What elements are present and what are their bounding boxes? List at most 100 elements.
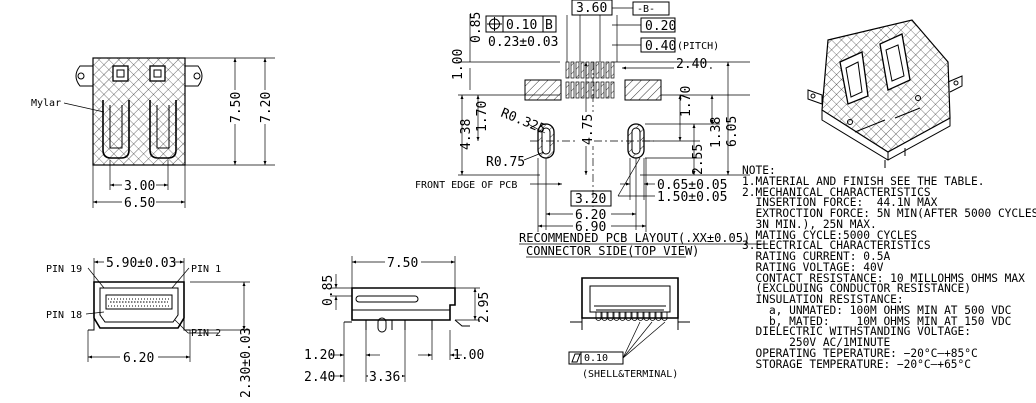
side-mid: 3.36 [369, 370, 400, 385]
note-line: 3.ELECTRICAL CHARACTERISTICS [742, 239, 931, 253]
pad-lower [605, 81, 610, 99]
pad-lower [585, 81, 590, 99]
coplanarity-view: 0.10 (SHELL&TERMINAL) [568, 277, 690, 380]
note-line: INSULATION RESISTANCE: [742, 293, 904, 306]
note-line: CONTACT RESISTANCE: 10 MILLOHMS OHMS MAX [742, 271, 1025, 285]
note-line: MATING CYCLE:5000 CYCLES [742, 228, 918, 242]
mylar-label: Mylar [31, 98, 61, 109]
pad-lower [610, 81, 615, 99]
coplanarity-label: (SHELL&TERMINAL) [582, 369, 678, 380]
pcb-caption-2: CONNECTOR SIDE(TOP VIEW) [526, 244, 699, 258]
isometric-view [807, 19, 963, 168]
pad-lower [570, 81, 575, 99]
dim-1-00: 1.00 [451, 49, 466, 80]
note-line: b, MATED: 10M OHMS MIN AT 150 VDC [742, 314, 1012, 328]
front-square-left [112, 65, 129, 82]
pad-upper [585, 61, 590, 79]
note-line: DIELECTRIC WITHSTANDING VOLTAGE: [742, 325, 972, 339]
note-line: RATING VOLTAGE: 40V [742, 260, 884, 274]
terminal-tooth [631, 312, 638, 321]
dim-4-75: 4.75 [581, 114, 596, 145]
front-square-right [149, 65, 166, 82]
pad-lower [565, 81, 570, 99]
pin-bottom-width: 6.20 [123, 351, 154, 366]
pad-lower [590, 81, 595, 99]
terminal-teeth [595, 312, 668, 321]
notes-block: NOTE:1.MATERIAL AND FINISH SEE THE TABLE… [742, 164, 1036, 371]
pad-lower [600, 81, 605, 99]
dim-6-90: 6.90 [575, 220, 606, 235]
front-edge-label: FRONT EDGE OF PCB [415, 180, 517, 191]
front-width-outer: 6.50 [124, 196, 155, 211]
pin19-label: PIN 19 [46, 264, 82, 275]
note-line: (EXCLDUING CONDUCTOR RESISTANCE) [742, 282, 972, 296]
note-line: STORAGE TEMPERATURE: −20°C—+65°C [742, 357, 972, 371]
datum-b: -B- [637, 4, 655, 15]
pad-upper [590, 61, 595, 79]
front-view: Mylar 3.00 6.50 7.50 7.20 [31, 57, 275, 211]
dim-3-60: 3.60 [576, 1, 607, 16]
note-line: a, UNMATED: 100M OHMS MIN AT 500 VDC [742, 303, 1012, 317]
note-line: 1.MATERIAL AND FINISH SEE THE TABLE. [742, 174, 985, 188]
pcb-layout: 3.60 -B- 0.10 B 0.23±0.03 0.20 0.40 (PIT… [415, 0, 768, 258]
terminal-tooth [601, 312, 608, 321]
pin1-label: PIN 1 [191, 264, 221, 275]
terminal-tooth [613, 312, 620, 321]
pin18-label: PIN 18 [46, 310, 82, 321]
r0-75: R0.75 [486, 155, 525, 170]
side-left-a: 1.20 [304, 348, 335, 363]
dim-0-23: 0.23±0.03 [488, 35, 558, 50]
side-length: 7.50 [387, 256, 418, 271]
terminal-tooth [637, 312, 644, 321]
pad-left [524, 79, 562, 101]
dim-0-65: 0.65±0.05 [657, 178, 727, 193]
dim-0-40: 0.40 [645, 39, 676, 54]
pitch-label: (PITCH) [677, 41, 719, 52]
coplanarity-tol: 0.10 [584, 353, 608, 364]
side-height: 2.95 [477, 292, 492, 323]
side-top-offset: 0.85 [321, 275, 336, 306]
pcb-caption-1: RECOMMENDED PCB LAYOUT(.XX±0.05) [519, 231, 750, 245]
note-line: 2.MECHANICAL CHARACTERISTICS [742, 185, 931, 199]
pin2-label: PIN 2 [191, 328, 221, 339]
dim-3-20: 3.20 [575, 192, 606, 207]
terminal-tooth [649, 312, 656, 321]
dim-2-40: 2.40 [676, 57, 707, 72]
dim-1-38: 1.38 [709, 117, 724, 148]
pad-upper [580, 61, 585, 79]
position-tol: 0.10 [506, 18, 537, 33]
dim-2-55: 2.55 [691, 144, 706, 175]
pad-upper [565, 61, 570, 79]
front-width-inner: 3.00 [124, 179, 155, 194]
terminal-tooth [661, 312, 668, 321]
pad-upper [605, 61, 610, 79]
pad-right [624, 79, 662, 101]
terminal-tooth [643, 312, 650, 321]
front-height-outer: 7.20 [259, 92, 274, 123]
datum-ref: B [545, 18, 553, 33]
terminal-tooth [625, 312, 632, 321]
pin-top-width: 5.90±0.03 [106, 256, 176, 271]
note-line: INSERTION FORCE: 44.1N MAX [742, 196, 938, 210]
dim-1-70a: 1.70 [475, 101, 490, 132]
terminal-tooth [655, 312, 662, 321]
note-line: 250V AC/1MINUTE [742, 336, 891, 349]
dim-1-50: 1.50±0.05 [657, 190, 727, 205]
pad-lower [595, 81, 600, 99]
front-body [92, 57, 186, 166]
terminal-tooth [619, 312, 626, 321]
pin-height: 2.30±0.03 [239, 328, 254, 398]
pad-upper [595, 61, 600, 79]
dim-6-05: 6.05 [725, 116, 740, 147]
pad-lower [580, 81, 585, 99]
side-view: 7.50 0.85 2.95 1.20 1.00 2.40 3.36 [304, 255, 492, 385]
note-line: EXTROCTION FORCE: 5N MIN(AFTER 5000 CYCL… [742, 207, 1036, 220]
pad-upper [570, 61, 575, 79]
smt-pads [565, 61, 615, 99]
dim-4-38: 4.38 [459, 119, 474, 150]
front-height-inner: 7.50 [229, 92, 244, 123]
pad-lower [575, 81, 580, 99]
note-line: NOTE: [742, 164, 776, 177]
terminal-tooth [595, 312, 602, 321]
